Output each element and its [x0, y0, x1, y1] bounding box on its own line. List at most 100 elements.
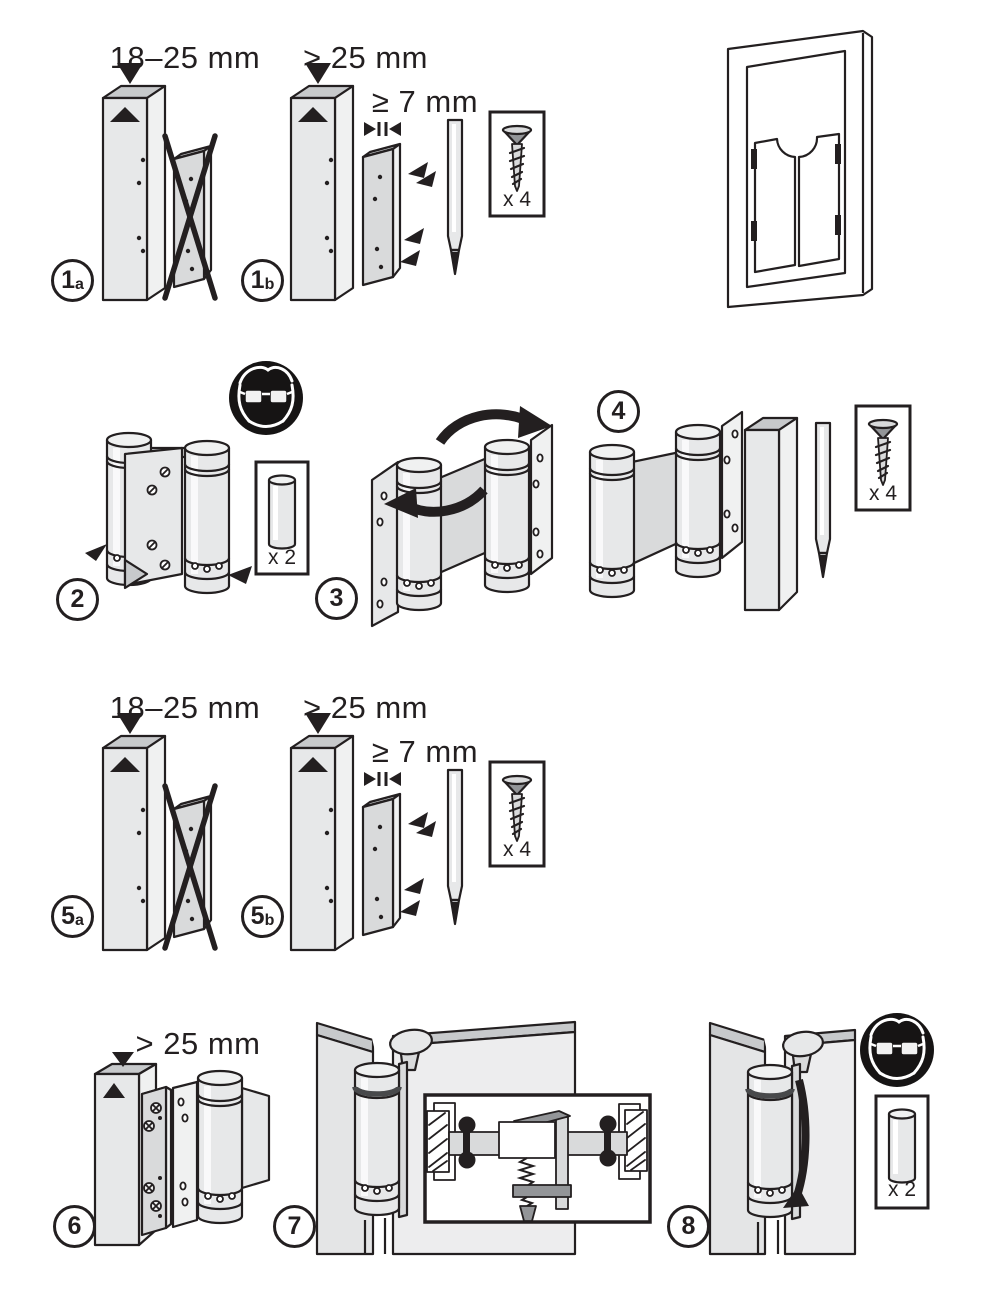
hinge-mark	[835, 144, 841, 164]
step-4-illustration	[588, 410, 799, 612]
screwdriver-icon	[814, 421, 832, 579]
spacer-label-1b: ≥ 7 mm	[371, 84, 479, 119]
spacer-plate-crossed-out	[165, 786, 215, 948]
left-swing-door	[753, 137, 797, 274]
hinge-leaf-plate	[123, 446, 184, 587]
hinge-mark	[751, 221, 757, 241]
plate-holes	[376, 491, 388, 609]
plate-holes	[177, 1097, 189, 1207]
step-badge-6: 6	[53, 1205, 96, 1248]
door-frame-post	[289, 61, 355, 302]
spacer-dumbbell	[458, 1116, 476, 1169]
hinge-barrel	[183, 439, 231, 595]
step-badge-7: 7	[273, 1205, 316, 1248]
step-badge-4: 4	[597, 390, 640, 433]
hinge-barrel	[395, 456, 443, 612]
door-frame-post	[101, 61, 167, 302]
pointer-wedge-icon	[404, 878, 424, 894]
step-2-illustration	[85, 431, 252, 595]
phillips-screw-icon	[150, 1200, 162, 1212]
step-8-illustration	[708, 1021, 857, 1256]
hinge-barrel	[588, 443, 636, 599]
screw-qty-4: x 4	[868, 482, 897, 505]
hinge-side-plate	[370, 460, 400, 628]
clamp-detail-inset	[423, 1093, 652, 1224]
screwdriver-icon	[446, 118, 464, 276]
pointer-wedge-icon	[404, 228, 424, 244]
hinge-barrel	[483, 438, 531, 594]
hinge-side-plate	[529, 423, 554, 576]
leaf-screw-holes	[146, 466, 171, 571]
step-badge-3: 3	[315, 577, 358, 620]
hinge-mark	[835, 215, 841, 235]
thickness-arrows-icon	[362, 770, 403, 788]
measure-label-1b: > 25 mm	[303, 40, 428, 75]
measure-label-6: > 25 mm	[135, 1026, 261, 1061]
plate-holes	[723, 429, 739, 533]
hinge-barrel	[196, 1069, 244, 1225]
spacer-plate	[361, 792, 402, 937]
step-1a-illustration	[101, 61, 215, 302]
pin-qty-8: x 2	[887, 1178, 916, 1201]
rotation-arrows-icon	[384, 406, 552, 518]
pull-down-arrow-icon	[783, 1079, 810, 1208]
screw-qty-1b: x 4	[502, 188, 531, 211]
hinge-leaf-fold	[123, 558, 149, 590]
step-5a-illustration	[101, 711, 215, 952]
hinge-top-cam	[782, 1030, 824, 1058]
measure-label-1a: 18–25 mm	[109, 40, 261, 75]
eye-protection-icon	[858, 1011, 936, 1089]
hinge-mark	[751, 149, 757, 169]
phillips-screw-icon	[150, 1102, 162, 1114]
screw-clamp-icon	[498, 1110, 572, 1222]
measure-label-5b: > 25 mm	[303, 690, 428, 725]
corner-gap	[764, 1030, 785, 1060]
right-swing-door	[797, 132, 841, 268]
spacer-plate-crossed-out	[165, 136, 215, 298]
screw-qty-5b: x 4	[502, 838, 531, 861]
hinge-barrel	[746, 1063, 794, 1219]
hinge-barrel	[353, 1061, 401, 1217]
step-badge-8: 8	[667, 1205, 710, 1248]
phillips-screw-icon	[143, 1182, 155, 1194]
pointer-wedge-icon	[228, 566, 252, 584]
thickness-arrows-icon	[362, 120, 403, 138]
pin-qty-2: x 2	[267, 546, 296, 569]
pointer-wedge-icon	[85, 544, 107, 561]
pointer-wedge-icon	[408, 162, 428, 178]
step-3-illustration	[370, 406, 554, 628]
measure-label-5a: 18–25 mm	[109, 690, 261, 725]
spacer-dumbbell	[599, 1115, 617, 1167]
pointer-wedge-icon	[400, 900, 420, 916]
phillips-screw-icon	[143, 1120, 155, 1132]
frame-post-side	[777, 416, 799, 612]
hinge-top-cam	[389, 1028, 433, 1056]
frame-post	[93, 1072, 141, 1247]
hinge-flag-plate	[171, 1080, 199, 1229]
door-slab	[240, 1086, 271, 1190]
step-badge-2: 2	[56, 578, 99, 621]
pointer-wedge-icon	[408, 812, 428, 828]
step-6-illustration	[93, 1052, 271, 1247]
saloon-door-overview	[726, 29, 874, 309]
step-7-illustration	[315, 1020, 652, 1256]
hinge-side-plate	[720, 410, 744, 560]
screwdriver-icon	[446, 768, 464, 926]
hinge-web	[630, 450, 682, 566]
door-frame-post	[101, 711, 167, 952]
spacer-plate	[361, 142, 402, 287]
corner-gap	[372, 1030, 393, 1060]
spacer-label-5b: ≥ 7 mm	[371, 734, 479, 769]
frame-post	[743, 428, 781, 612]
pointer-wedge-icon	[400, 250, 420, 266]
hinge-barrel	[674, 423, 722, 579]
hinge-leaf-edge	[397, 1060, 409, 1219]
plate-holes	[532, 453, 544, 559]
door-frame-post	[289, 711, 355, 952]
